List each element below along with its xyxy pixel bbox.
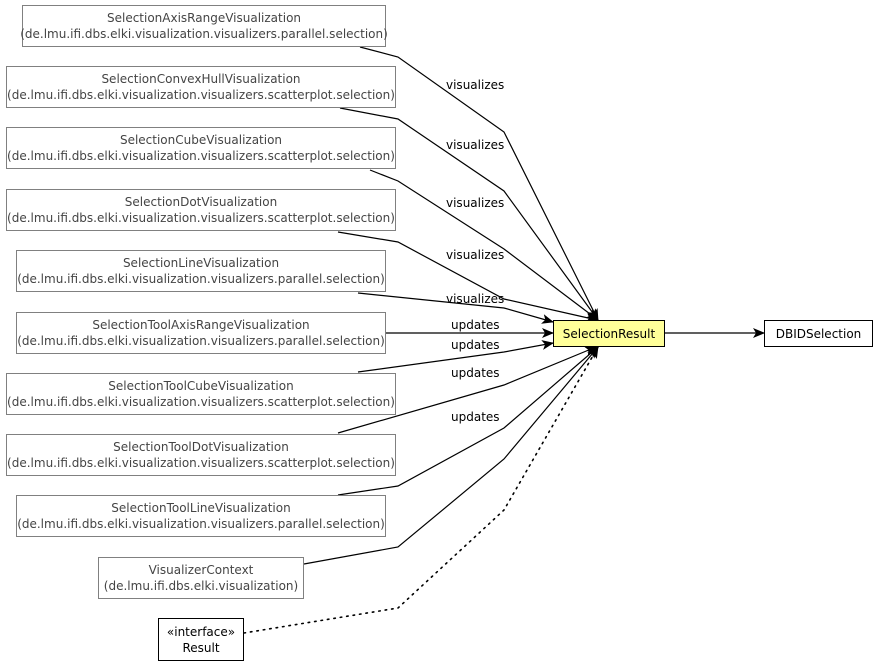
class-title: SelectionCubeVisualization — [119, 133, 283, 147]
class-selection-cube-visualization[interactable]: SelectionCubeVisualization (de.lmu.ifi.d… — [6, 127, 396, 169]
class-package: (de.lmu.ifi.dbs.elki.visualization.visua… — [17, 334, 385, 348]
edge-updates-tool-dot — [337, 346, 597, 434]
edge-label-visualizes: visualizes — [446, 248, 505, 262]
class-selection-result[interactable]: SelectionResult — [553, 320, 665, 347]
edge-label-visualizes: visualizes — [446, 78, 505, 92]
class-title: SelectionResult — [562, 326, 656, 341]
class-package: (de.lmu.ifi.dbs.elki.visualization.visua… — [7, 88, 395, 102]
edge-visualizes-cube — [369, 169, 599, 321]
class-package: (de.lmu.ifi.dbs.elki.visualization.visua… — [7, 211, 395, 225]
edge-visualizes-line — [357, 292, 554, 324]
edge-label-updates: updates — [451, 318, 500, 332]
edge-label-updates: updates — [451, 410, 500, 424]
class-title: SelectionToolCubeVisualization — [108, 379, 294, 393]
class-package: (de.lmu.ifi.dbs.elki.visualization.visua… — [20, 27, 388, 41]
class-package: (de.lmu.ifi.dbs.elki.visualization.visua… — [17, 272, 385, 286]
class-title: SelectionConvexHullVisualization — [101, 72, 301, 86]
class-package: (de.lmu.ifi.dbs.elki.visualization) — [103, 579, 299, 593]
class-selection-dot-visualization[interactable]: SelectionDotVisualization (de.lmu.ifi.db… — [6, 189, 396, 231]
class-title: SelectionAxisRangeVisualization — [106, 11, 302, 25]
class-selection-tool-line-visualization[interactable]: SelectionToolLineVisualization (de.lmu.i… — [16, 495, 386, 537]
interface-result[interactable]: «interface» Result — [158, 618, 244, 661]
class-package: (de.lmu.ifi.dbs.elki.visualization.visua… — [7, 149, 395, 163]
edge-label-visualizes: visualizes — [446, 292, 505, 306]
class-selection-tool-axis-range-visualization[interactable]: SelectionToolAxisRangeVisualization (de.… — [16, 312, 386, 354]
interface-stereotype: «interface» — [166, 624, 236, 639]
class-selection-convex-hull-visualization[interactable]: SelectionConvexHullVisualization (de.lmu… — [6, 66, 396, 108]
edge-visualizes-axis-range — [359, 46, 599, 321]
class-title: VisualizerContext — [148, 563, 254, 577]
class-selection-line-visualization[interactable]: SelectionLineVisualization (de.lmu.ifi.d… — [16, 250, 386, 292]
edge-label-updates: updates — [451, 366, 500, 380]
class-title: SelectionToolLineVisualization — [111, 501, 291, 515]
class-visualizer-context[interactable]: VisualizerContext (de.lmu.ifi.dbs.elki.v… — [98, 557, 304, 599]
class-title: SelectionToolDotVisualization — [113, 440, 289, 454]
edge-label-visualizes: visualizes — [446, 138, 505, 152]
edge-updates-tool-cube — [357, 340, 554, 373]
edge-realizes-result — [243, 346, 599, 634]
class-title: Result — [182, 640, 220, 655]
edge-visualizes-convex-hull — [339, 107, 599, 321]
class-title: SelectionLineVisualization — [122, 256, 280, 270]
class-package: (de.lmu.ifi.dbs.elki.visualization.visua… — [17, 517, 385, 531]
edge-updates-tool-line — [337, 346, 599, 496]
class-package: (de.lmu.ifi.dbs.elki.visualization.visua… — [7, 456, 395, 470]
class-package: (de.lmu.ifi.dbs.elki.visualization.visua… — [7, 395, 395, 409]
edge-visualizes-dot — [337, 231, 598, 323]
edge-label-updates: updates — [451, 338, 500, 352]
class-selection-axis-range-visualization[interactable]: SelectionAxisRangeVisualization (de.lmu.… — [20, 5, 388, 47]
edge-updates-visualizer-context — [303, 346, 599, 565]
class-title: SelectionDotVisualization — [124, 195, 278, 209]
class-title: DBIDSelection — [775, 326, 862, 341]
class-dbid-selection[interactable]: DBIDSelection — [764, 320, 873, 347]
class-selection-tool-dot-visualization[interactable]: SelectionToolDotVisualization (de.lmu.if… — [6, 434, 396, 476]
edge-label-visualizes: visualizes — [446, 196, 505, 210]
class-selection-tool-cube-visualization[interactable]: SelectionToolCubeVisualization (de.lmu.i… — [6, 373, 396, 415]
class-title: SelectionToolAxisRangeVisualization — [92, 318, 310, 332]
